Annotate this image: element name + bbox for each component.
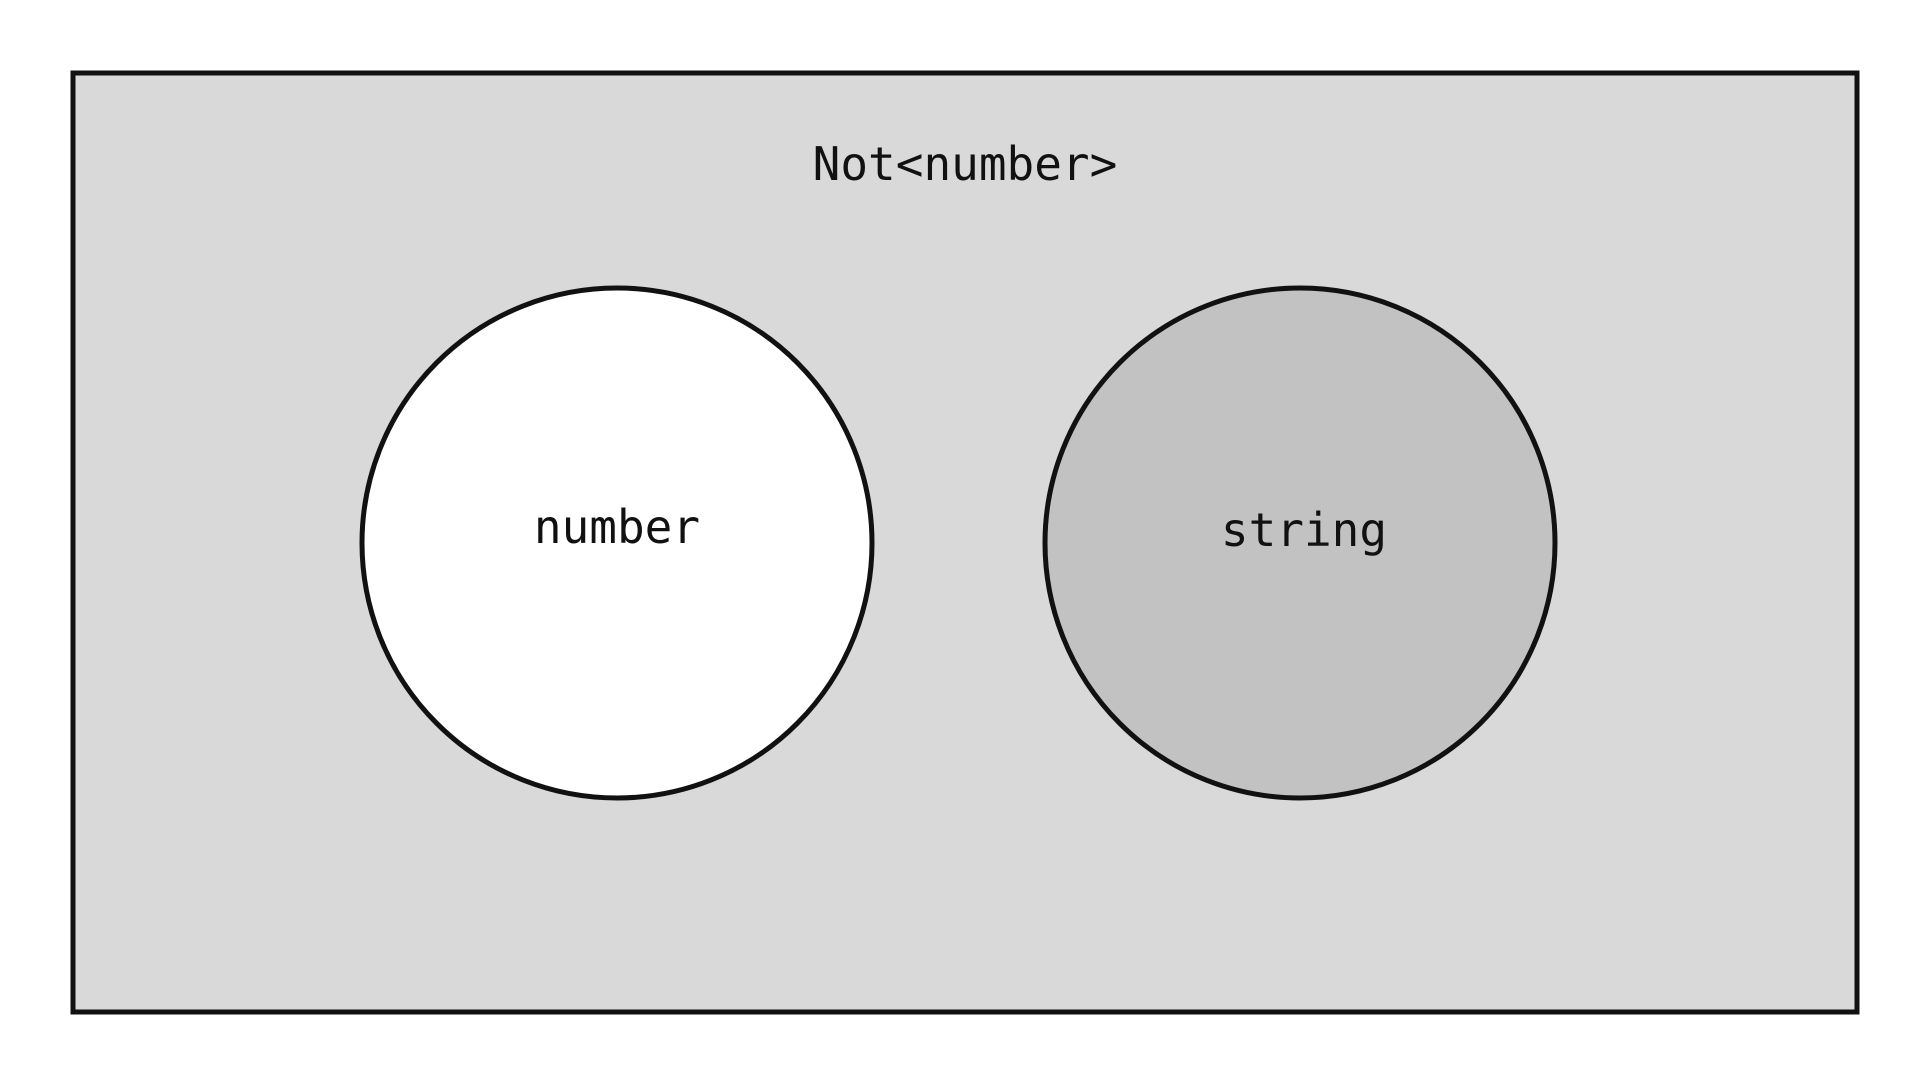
outer-set-region [70, 70, 1860, 1015]
string-set-circle [1042, 285, 1558, 801]
number-set-circle [359, 285, 875, 801]
string-set-label: string [1221, 503, 1387, 557]
outer-set-label: Not<number> [813, 137, 1118, 191]
number-set-label: number [534, 500, 700, 554]
